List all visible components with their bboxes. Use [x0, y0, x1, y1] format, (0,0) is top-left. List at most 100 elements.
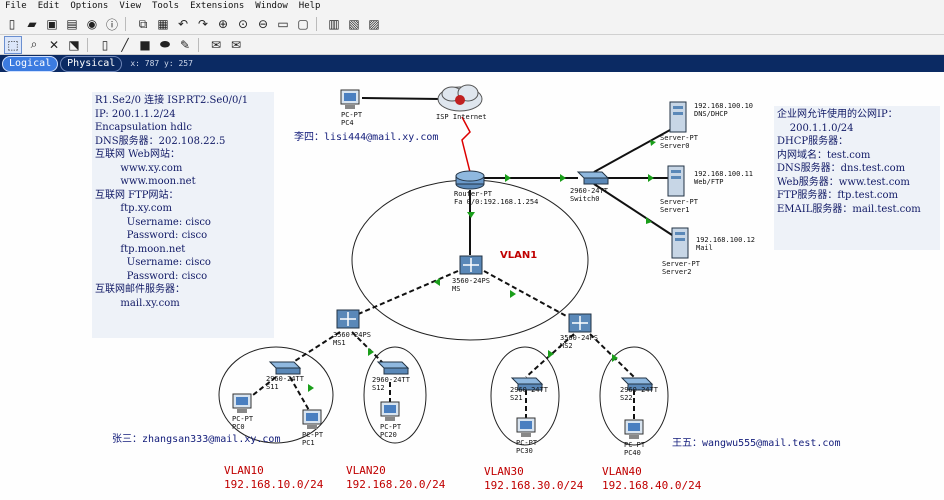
isp-info-note[interactable]: R1.Se2/0 连接 ISP.RT2.Se0/0/1 IP: 200.1.1.…: [92, 92, 274, 338]
link-up-indicator: [650, 140, 656, 146]
custom-device-icon[interactable]: ▢: [297, 17, 309, 31]
link-switch0-server0: [593, 129, 671, 173]
zoom-in-icon[interactable]: ⊕: [217, 17, 229, 31]
isp-cloud-device: [437, 84, 483, 112]
link-serial: [461, 116, 471, 173]
toolbar-divider: [125, 17, 126, 31]
menu-window[interactable]: Window: [255, 1, 288, 11]
link-ms-ms1: [355, 270, 459, 316]
menu-edit[interactable]: Edit: [37, 1, 60, 11]
add-complex-pdu-icon[interactable]: ✉: [230, 37, 242, 52]
open-folder-icon[interactable]: ▰: [27, 17, 37, 31]
topology-diagram: [218, 84, 689, 446]
link-up-indicator: [560, 174, 566, 182]
notes-icon[interactable]: ▥: [328, 17, 340, 31]
link-up-indicator: [505, 174, 511, 182]
note-line: DNS服务器：202.108.22.5: [95, 135, 226, 147]
resize-icon[interactable]: ⬔: [68, 37, 80, 52]
note-line: www.moon.net: [95, 176, 196, 187]
ms-label: 3560-24PS MS: [452, 277, 490, 293]
note-line: Encapsulation hdlc: [95, 122, 192, 133]
topology-canvas[interactable]: R1.Se2/0 连接 ISP.RT2.Se0/0/1 IP: 200.1.1.…: [0, 72, 944, 500]
server0-device: [669, 101, 687, 133]
link-ms-ms2: [483, 270, 569, 318]
paste-icon[interactable]: ▦: [157, 17, 169, 31]
freeform-icon[interactable]: ✎: [179, 37, 191, 52]
s21-device: [510, 377, 544, 391]
toolbar-divider: [87, 37, 88, 52]
undo-icon[interactable]: ↶: [177, 17, 189, 31]
line-icon[interactable]: ╱: [121, 37, 129, 52]
lock-icon[interactable]: ▧: [348, 17, 360, 31]
enterprise-info-note[interactable]: 企业网允许使用的公网IP： 200.1.1.0/24 DHCP服务器： 内网域名…: [774, 106, 940, 250]
link-ms2-s22: [589, 333, 635, 378]
note-line: Password: cisco: [95, 230, 208, 241]
link-up-indicator: [467, 212, 475, 218]
image-icon[interactable]: ▨: [368, 17, 380, 31]
server1-ip: 192.168.100.11 Web/FTP: [694, 170, 754, 186]
pc1-device: [302, 409, 322, 429]
select-icon[interactable]: ⬚: [4, 35, 22, 54]
s22-device: [620, 377, 654, 391]
s11-label: 2960-24TT S11: [266, 375, 304, 391]
pc20-device: [380, 401, 400, 421]
note-line: ftp.moon.net: [95, 243, 186, 255]
new-file-icon[interactable]: ▯: [8, 17, 16, 31]
link-up-indicator: [368, 348, 374, 356]
note-line: 200.1.1.0/24: [777, 122, 854, 134]
ms-device: [459, 255, 483, 275]
menu-file[interactable]: File: [5, 1, 27, 11]
note-line: DNS服务器：dns.test.com: [777, 163, 906, 174]
save-icon[interactable]: ▣: [46, 17, 58, 31]
vlan-name: VLAN40: [602, 465, 642, 478]
switch0-label: 2960-24TT Switch0: [570, 187, 608, 203]
note-line: FTP服务器：ftp.test.com: [777, 190, 899, 201]
tab-physical[interactable]: Physical: [60, 55, 123, 72]
info-icon[interactable]: ⓘ: [105, 17, 118, 32]
drawing-palette-icon[interactable]: ▭: [277, 17, 289, 31]
delete-icon[interactable]: ✕: [48, 37, 60, 52]
link-up-indicator: [648, 174, 654, 182]
add-pdu-icon[interactable]: ✉: [210, 37, 222, 52]
zoom-reset-icon[interactable]: ⊙: [237, 17, 249, 31]
s22-label: 2960-24TT S22: [620, 386, 658, 402]
activity-wizard-icon[interactable]: ◉: [86, 17, 98, 31]
menu-view[interactable]: View: [119, 1, 141, 11]
tab-logical[interactable]: Logical: [2, 55, 59, 72]
note-line: DHCP服务器：: [777, 136, 849, 147]
pc40-device: [624, 419, 644, 439]
ellipse-icon[interactable]: ⬬: [159, 37, 171, 51]
menu-tools[interactable]: Tools: [152, 1, 180, 11]
link-s11-pc1: [289, 376, 311, 413]
rectangle-icon[interactable]: ■: [139, 37, 151, 52]
pc0-device: [232, 393, 252, 413]
pc30-device: [516, 417, 536, 437]
router-label: Router-PT Fa 0/0:192.168.1.254: [454, 190, 539, 206]
server2-label: Server-PT Server2: [662, 260, 700, 276]
link-up-indicator: [308, 384, 314, 392]
print-icon[interactable]: ▤: [66, 17, 78, 31]
email-zhangsan[interactable]: 张三：zhangsan333@mail.xy.com: [112, 434, 281, 445]
link-switch0-server2: [593, 183, 673, 236]
note-icon[interactable]: ▯: [101, 37, 109, 52]
inspect-icon[interactable]: ⌕: [30, 37, 38, 51]
menu-extensions[interactable]: Extensions: [190, 1, 245, 11]
note-line: 互联网 FTP网站：: [95, 189, 179, 201]
menu-options[interactable]: Options: [70, 1, 109, 11]
switch0-device: [576, 171, 610, 185]
pc-top-device: [340, 89, 360, 109]
note-line: mail.xy.com: [95, 297, 180, 309]
server1-device: [667, 165, 685, 197]
s21-label: 2960-24TT S21: [510, 386, 548, 402]
email-wangwu[interactable]: 王五：wangwu555@mail.test.com: [672, 438, 841, 449]
email-lisi[interactable]: 李四：lisi444@mail.xy.com: [294, 132, 439, 143]
redo-icon[interactable]: ↷: [197, 17, 209, 31]
link-up-indicator: [434, 278, 440, 286]
menu-help[interactable]: Help: [298, 1, 321, 11]
copy-icon[interactable]: ⧉: [138, 16, 148, 31]
zoom-out-icon[interactable]: ⊖: [257, 17, 269, 31]
note-line: Username: cisco: [95, 216, 211, 228]
